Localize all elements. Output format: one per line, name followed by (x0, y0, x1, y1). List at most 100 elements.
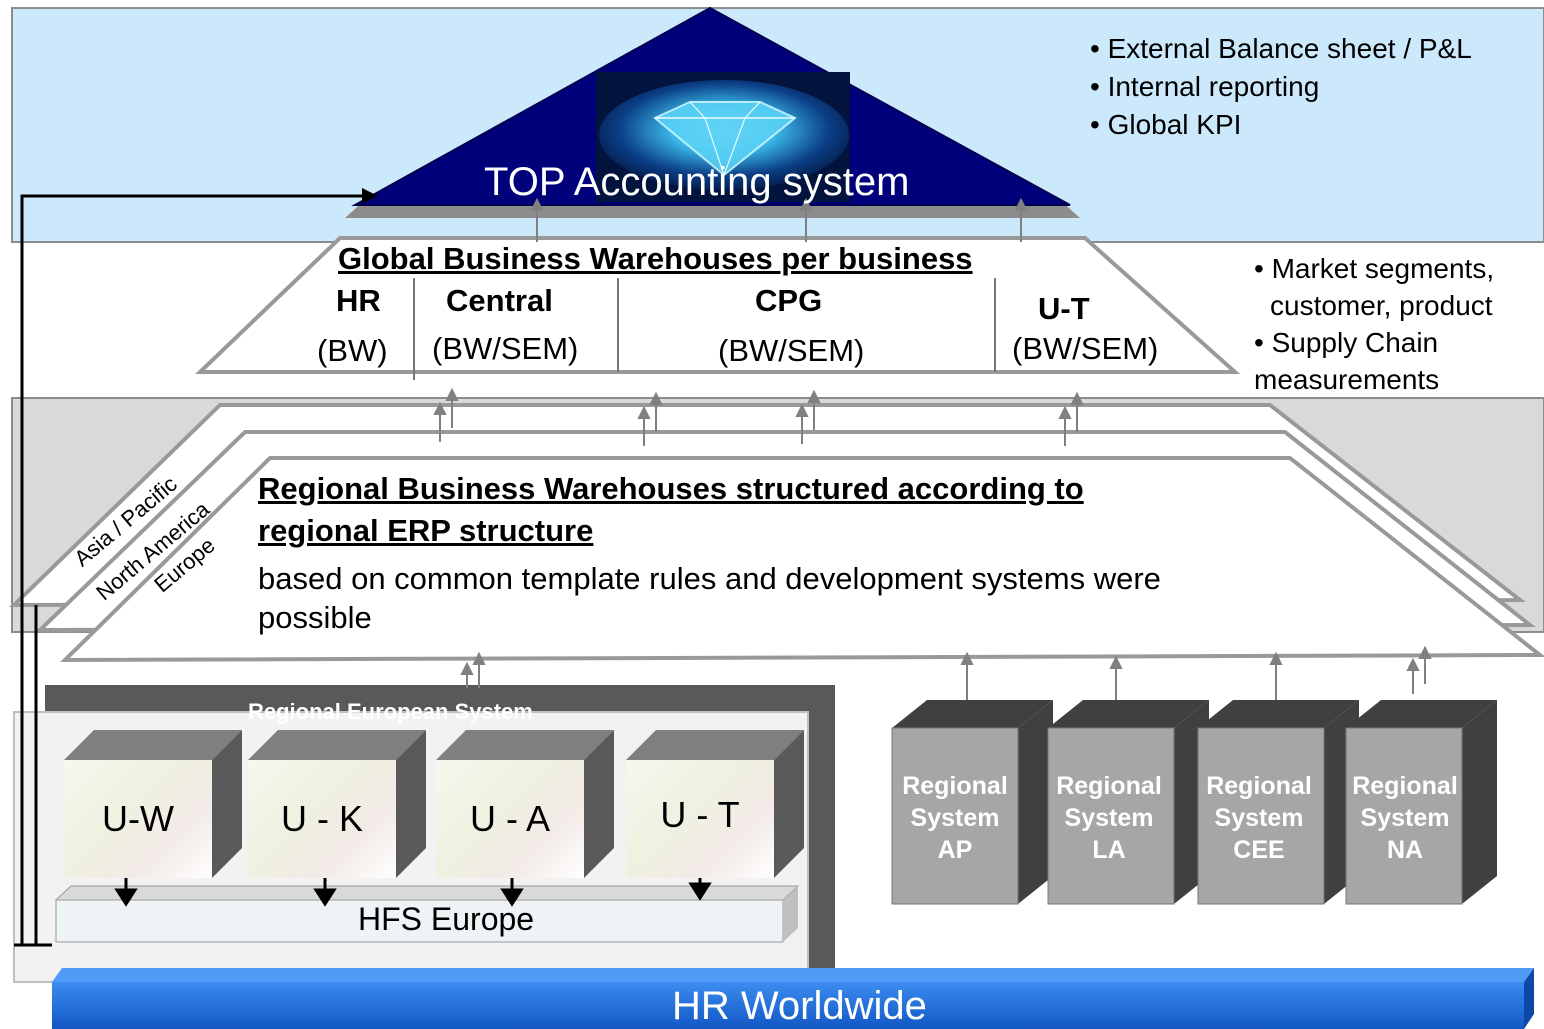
regional-system-ap-line2: System (910, 804, 1000, 832)
footer-bar-top (52, 968, 1534, 982)
global-bullet-line-1: • Market segments, (1254, 253, 1495, 284)
hfs-bar (55, 899, 784, 943)
up-arrowhead (1109, 655, 1123, 669)
footer-bar-side (1524, 968, 1534, 1029)
regional-system-na-line2: System (1360, 804, 1450, 832)
regional-bw-title-1: Regional Business Warehouses structured … (258, 471, 1084, 506)
global-bullet-line-4: measurements (1254, 364, 1440, 395)
regional-cube-front-la (1047, 727, 1175, 905)
regional-bw-body-2: possible (258, 600, 372, 635)
global-col-central-system: (BW/SEM) (432, 331, 579, 366)
up-arrowhead (807, 389, 821, 403)
regional-system-la: Regional System LA (1050, 770, 1168, 866)
up-arrowhead (1014, 197, 1028, 211)
regional-cube-top-ap (892, 700, 1053, 728)
feedback-connector (14, 194, 372, 947)
unit-cube-side-1 (212, 730, 242, 878)
unit-hfs-arrowhead-3b (500, 888, 524, 907)
regional-cube-side-ap (1018, 700, 1053, 904)
global-col-hr-name: HR (336, 283, 381, 318)
global-col-cpg-system: (BW/SEM) (718, 333, 865, 368)
regional-cube-front-cee (1197, 727, 1325, 905)
regional-cube-front-ap (891, 727, 1019, 905)
footer-bar (52, 982, 1524, 1029)
unit-label-uw: U-W (102, 798, 174, 839)
regional-system-ap-line3: AP (937, 836, 973, 864)
regional-system-cee-line3: CEE (1233, 836, 1285, 864)
unit-cube-top-2 (248, 730, 426, 760)
unit-hfs-arrowhead-4b (688, 882, 712, 901)
footer-title: HR Worldwide (672, 984, 927, 1028)
hfs-bar-side (783, 886, 798, 942)
global-col-ut-name: U-T (1038, 291, 1090, 326)
regional-bw-shape-front (60, 456, 1544, 663)
up-arrowhead (445, 387, 459, 401)
european-system-label: Regional European System (248, 699, 533, 724)
up-arrowhead (1070, 391, 1084, 405)
regional-system-ap-line1: Regional (902, 772, 1008, 800)
global-bullet-line-3: • Supply Chain (1254, 327, 1439, 358)
regional-bw-title-2: regional ERP structure (258, 513, 594, 548)
regional-system-la-line1: Regional (1056, 772, 1162, 800)
up-arrowhead (799, 197, 813, 211)
up-arrowhead (960, 651, 974, 665)
up-arrowhead (433, 401, 447, 415)
global-col-ut-system: (BW/SEM) (1012, 331, 1159, 366)
top-bullet-3: • Global KPI (1090, 109, 1242, 140)
unit-cube-side-4 (774, 730, 804, 878)
unit-cube-side-3 (584, 730, 614, 878)
top-bullets: • External Balance sheet / P&L • Interna… (1090, 30, 1472, 144)
diamond-facets-2 (689, 101, 761, 177)
unit-label-ut: U - T (660, 794, 740, 835)
unit-label-ua: U - A (469, 798, 550, 839)
up-arrowhead (1058, 405, 1072, 419)
regional-system-na: Regional System NA (1346, 770, 1464, 866)
upward-arrows (433, 197, 1432, 700)
up-arrowhead (472, 651, 486, 665)
global-bullet-line-2: customer, product (1270, 290, 1493, 321)
unit-cubes (64, 730, 804, 878)
up-arrowhead (1406, 657, 1420, 671)
global-bullets: • Market segments, customer, product • S… (1254, 250, 1494, 398)
hfs-europe-label: HFS Europe (358, 901, 535, 937)
top-bullet-2: • Internal reporting (1090, 71, 1320, 102)
feedback-arrowhead (362, 188, 378, 204)
regional-bw-body-1: based on common template rules and devel… (258, 561, 1161, 596)
regional-system-cubes (891, 700, 1497, 905)
regional-cube-side-na (1462, 700, 1497, 904)
up-arrowhead (649, 391, 663, 405)
regional-cube-top-cee (1198, 700, 1359, 728)
global-bw-shape (195, 236, 1241, 374)
regional-system-na-line3: NA (1386, 836, 1424, 864)
unit-box-uw: U-W (64, 760, 212, 878)
up-arrowhead (795, 403, 809, 417)
regional-cube-top-la (1048, 700, 1209, 728)
unit-label-uk: U - K (280, 798, 363, 839)
regional-system-cee-line1: Regional (1206, 772, 1312, 800)
global-bw-title: Global Business Warehouses per business (338, 241, 973, 276)
unit-cube-top-4 (626, 730, 804, 760)
unit-box-uk: U - K (248, 760, 396, 878)
up-arrowhead (637, 405, 651, 419)
hfs-bar-top (54, 885, 800, 901)
regional-system-cee-line2: System (1214, 804, 1304, 832)
unit-hfs-arrowhead-1b (114, 888, 138, 907)
regional-system-la-line2: System (1064, 804, 1154, 832)
unit-box-ut: U - T (626, 760, 774, 878)
up-arrowhead (1418, 645, 1432, 659)
regional-system-ap: Regional System AP (896, 770, 1014, 866)
regional-system-la-line3: LA (1092, 836, 1126, 864)
up-arrowhead (530, 197, 544, 211)
unit-cube-top-3 (436, 730, 614, 760)
unit-box-ua: U - A (436, 760, 584, 878)
top-bullet-1: • External Balance sheet / P&L (1090, 33, 1472, 64)
diamond-icon (653, 101, 797, 177)
regional-system-cee: Regional System CEE (1200, 770, 1318, 866)
feedback-line (20, 194, 372, 945)
global-col-hr-system: (BW) (317, 333, 388, 368)
up-arrowhead (460, 661, 474, 675)
top-accounting-title: TOP Accounting system (484, 160, 910, 204)
unit-hfs-arrowhead-2b (313, 888, 337, 907)
